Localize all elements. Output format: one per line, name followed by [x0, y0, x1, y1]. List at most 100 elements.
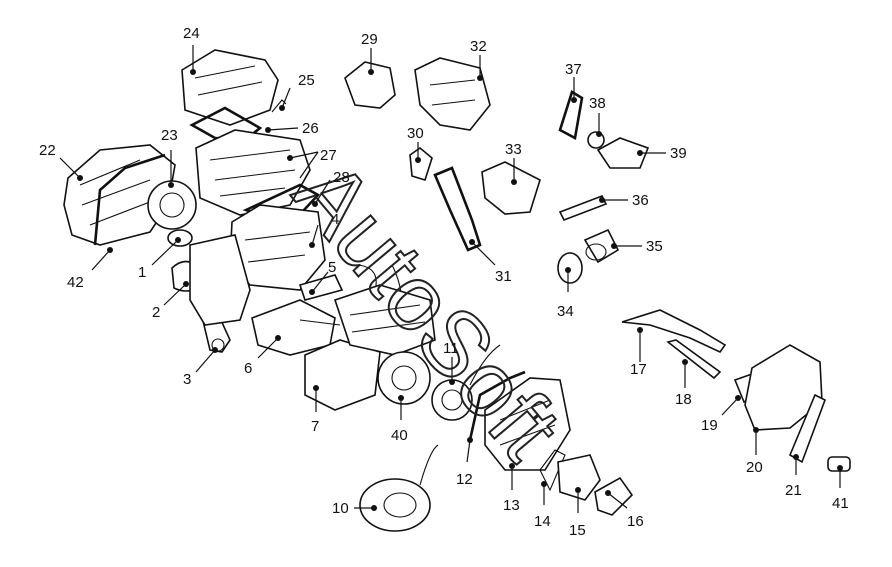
part-30-small-sprocket	[409, 146, 433, 181]
callout-39: 39	[637, 145, 687, 162]
callout-41: 41	[832, 465, 849, 512]
part-35-bushing	[583, 228, 620, 264]
callout-31: 31	[469, 239, 512, 285]
svg-text:10: 10	[332, 500, 349, 517]
callout-40: 40	[391, 395, 408, 444]
callout-14: 14	[534, 481, 551, 530]
part-7-oil-pan	[304, 339, 381, 411]
callout-11: 11	[443, 340, 459, 385]
part-23-sprocket	[147, 180, 197, 230]
svg-text:2: 2	[152, 304, 160, 321]
svg-text:3: 3	[183, 371, 191, 388]
svg-text:35: 35	[646, 238, 663, 255]
svg-text:20: 20	[746, 459, 763, 476]
callouts: 1 2 3 4 5 6 7 10 11 12	[39, 25, 849, 539]
svg-text:32: 32	[470, 38, 487, 55]
svg-text:5: 5	[328, 259, 336, 276]
svg-text:23: 23	[161, 127, 178, 144]
callout-1: 1	[138, 237, 181, 281]
callout-20: 20	[746, 427, 763, 476]
callout-2: 2	[152, 281, 189, 321]
callout-16: 16	[605, 490, 644, 530]
part-21-arm	[788, 393, 826, 464]
part-36-pin	[558, 194, 608, 222]
callout-32: 32	[470, 38, 487, 81]
callout-18: 18	[675, 359, 692, 408]
svg-text:38: 38	[589, 95, 606, 112]
callout-13: 13	[503, 463, 520, 514]
part-lower-block	[333, 284, 436, 356]
svg-text:15: 15	[569, 522, 586, 539]
part-32-water-outlet	[414, 57, 491, 131]
callout-4: 4	[309, 211, 339, 248]
callout-21: 21	[785, 454, 802, 499]
svg-text:1: 1	[138, 264, 146, 281]
callout-42: 42	[67, 247, 113, 291]
svg-text:39: 39	[670, 145, 687, 162]
callout-29: 29	[361, 31, 378, 75]
part-16-pump-housing	[594, 476, 634, 516]
svg-text:42: 42	[67, 274, 84, 291]
part-24-valve-cover	[181, 49, 279, 126]
callout-15: 15	[569, 487, 586, 539]
svg-text:24: 24	[183, 25, 200, 42]
part-37-chain-guide	[558, 90, 584, 140]
part-18-shaft	[666, 339, 722, 380]
callout-33: 33	[505, 141, 522, 185]
callout-6: 6	[244, 335, 281, 377]
svg-text:29: 29	[361, 31, 378, 48]
part-39-tensioner	[596, 137, 650, 169]
svg-text:37: 37	[565, 61, 582, 78]
part-15-water-pump	[557, 454, 601, 501]
callout-17: 17	[630, 327, 647, 378]
svg-text:19: 19	[701, 417, 718, 434]
part-crankcase	[189, 234, 251, 326]
callout-7: 7	[311, 385, 319, 435]
svg-text:7: 7	[311, 418, 319, 435]
svg-text:11: 11	[443, 340, 459, 357]
svg-text:12: 12	[456, 471, 473, 488]
callout-26: 26	[265, 120, 319, 137]
svg-text:16: 16	[627, 513, 644, 530]
svg-text:27: 27	[320, 147, 337, 164]
engine-parts	[63, 49, 851, 532]
svg-text:40: 40	[391, 427, 408, 444]
svg-text:4: 4	[331, 211, 339, 228]
callout-27: 27	[287, 147, 337, 179]
callout-24: 24	[183, 25, 200, 75]
part-40-flywheel	[377, 351, 431, 405]
callout-28: 28	[312, 169, 350, 207]
callout-35: 35	[611, 238, 663, 255]
part-42-gasket	[93, 153, 166, 246]
svg-text:13: 13	[503, 497, 520, 514]
svg-text:41: 41	[832, 495, 849, 512]
svg-text:17: 17	[630, 361, 647, 378]
part-29-thermostat-housing	[344, 61, 396, 109]
callout-3: 3	[183, 347, 218, 388]
part-17-linkage	[621, 309, 727, 354]
svg-text:31: 31	[495, 268, 512, 285]
part-33-oil-pump	[481, 161, 541, 215]
callout-34: 34	[557, 267, 574, 320]
callout-19: 19	[701, 395, 741, 434]
callout-37: 37	[565, 61, 582, 103]
svg-text:18: 18	[675, 391, 692, 408]
svg-text:26: 26	[302, 120, 319, 137]
svg-text:30: 30	[407, 125, 424, 142]
part-41-sleeve	[827, 456, 851, 472]
callout-5: 5	[309, 259, 336, 295]
svg-text:21: 21	[785, 482, 802, 499]
callout-38: 38	[589, 95, 606, 137]
callout-30: 30	[407, 125, 424, 163]
part-12-gasket	[468, 370, 526, 441]
callout-36: 36	[599, 192, 649, 209]
part-10-crank-pulley	[359, 478, 431, 532]
callout-22: 22	[39, 142, 83, 181]
svg-text:36: 36	[632, 192, 649, 209]
callout-12: 12	[456, 437, 473, 488]
svg-text:25: 25	[298, 72, 315, 89]
svg-text:28: 28	[333, 169, 350, 186]
svg-text:22: 22	[39, 142, 56, 159]
svg-text:14: 14	[534, 513, 551, 530]
